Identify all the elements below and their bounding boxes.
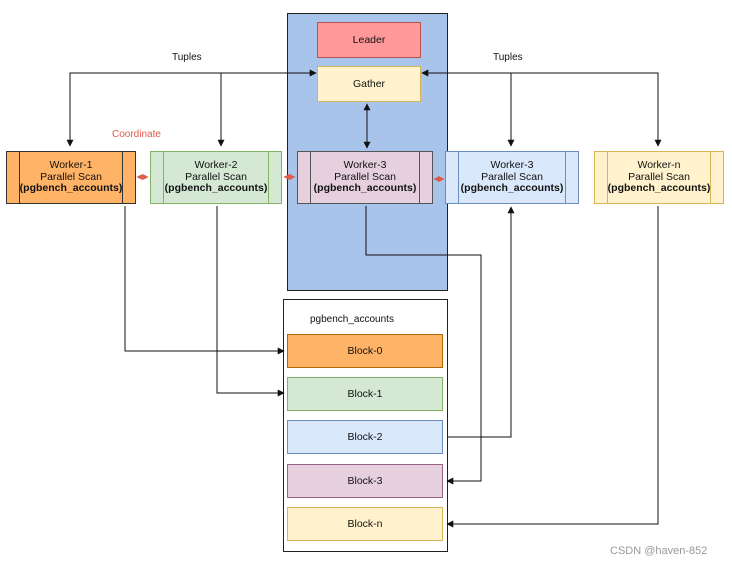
worker-3b-scan: Parallel Scan	[481, 170, 543, 183]
worker-3-scan: Parallel Scan	[334, 170, 396, 183]
tuples-right-label: Tuples	[493, 52, 523, 63]
table-label: pgbench_accounts	[310, 314, 394, 325]
block-n-label: Block-n	[347, 518, 383, 530]
worker-3b-table: (pgbench_accounts)	[460, 182, 564, 195]
block-3: Block-3	[287, 464, 443, 498]
worker-3b-node: Worker-3 Parallel Scan (pgbench_accounts…	[445, 151, 579, 204]
block-0-label: Block-0	[347, 345, 383, 357]
block2-worker3b-line	[447, 206, 515, 438]
worker-1-node: Worker-1 Parallel Scan (pgbench_accounts…	[6, 151, 136, 204]
block-3-label: Block-3	[347, 475, 383, 487]
worker-2-scan: Parallel Scan	[185, 170, 247, 183]
worker3-block3-line	[365, 206, 482, 485]
tuples-left-label: Tuples	[172, 52, 202, 63]
worker-1-name: Worker-1	[49, 159, 93, 172]
gather-label: Gather	[352, 78, 386, 90]
block-n: Block-n	[287, 507, 443, 541]
worker-3-name: Worker-3	[343, 159, 387, 172]
gather-node: Gather	[317, 66, 421, 102]
block-2: Block-2	[287, 420, 443, 454]
worker-3b-name: Worker-3	[490, 159, 534, 172]
block-0: Block-0	[287, 334, 443, 368]
block-2-label: Block-2	[347, 431, 383, 443]
worker-n-name: Worker-n	[637, 159, 681, 172]
tuples-right-line	[421, 69, 662, 147]
worker-2-node: Worker-2 Parallel Scan (pgbench_accounts…	[150, 151, 282, 204]
worker-n-node: Worker-n Parallel Scan (pgbench_accounts…	[594, 151, 724, 204]
leader-node: Leader	[317, 22, 421, 58]
worker-n-table: (pgbench_accounts)	[607, 182, 711, 195]
leader-label: Leader	[352, 34, 386, 46]
workern-blockn-line	[446, 206, 659, 528]
worker-2-name: Worker-2	[194, 159, 238, 172]
worker-1-scan: Parallel Scan	[40, 170, 102, 183]
tuples-left-line	[66, 69, 317, 147]
coordinate-label: Coordinate	[112, 129, 161, 140]
watermark: CSDN @haven-852	[610, 545, 708, 557]
worker-3-table: (pgbench_accounts)	[313, 182, 417, 195]
worker-2-table: (pgbench_accounts)	[164, 182, 268, 195]
worker-3-node: Worker-3 Parallel Scan (pgbench_accounts…	[297, 151, 433, 204]
block-1-label: Block-1	[347, 388, 383, 400]
worker2-block1-line	[216, 206, 285, 397]
block-1: Block-1	[287, 377, 443, 411]
worker-1-table: (pgbench_accounts)	[19, 182, 123, 195]
worker-n-scan: Parallel Scan	[628, 170, 690, 183]
worker1-block0-line	[124, 206, 285, 355]
